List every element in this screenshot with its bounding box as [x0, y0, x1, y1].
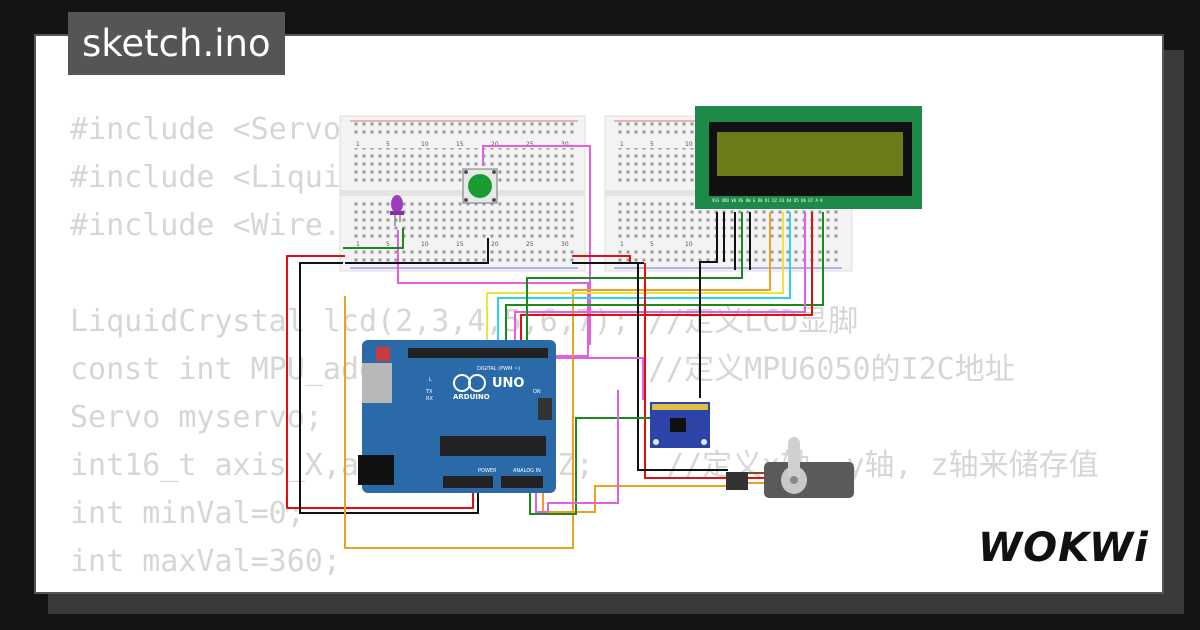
breadboard-number: 1: [356, 141, 360, 148]
board-name: ARDUINO: [453, 393, 490, 401]
tx-led-label: TX: [425, 389, 433, 395]
breadboard-number: 25: [526, 141, 534, 148]
rx-led-label: RX: [426, 396, 433, 402]
l-led-label: L: [429, 377, 432, 383]
wokwi-logo: WOKWi: [978, 525, 1149, 571]
board-brand: UNO: [492, 376, 525, 391]
wires: [286, 145, 824, 549]
breadboard-number: 5: [650, 141, 654, 148]
digital-pins-label: DIGITAL (PWM ~): [477, 366, 520, 372]
breadboard-number: 10: [421, 141, 429, 148]
breadboard-number: 15: [456, 241, 464, 248]
breadboard-number: 1: [620, 141, 624, 148]
breadboard-number: 1: [356, 241, 360, 248]
breadboard-number: 10: [421, 241, 429, 248]
code-line: Servo myservo;: [70, 400, 323, 435]
file-tab[interactable]: sketch.ino: [68, 12, 285, 75]
breadboard-number: 5: [386, 141, 390, 148]
lcd-module: VSS VDD V0 RS RW E D0 D1 D2 D3 D4 D5 D6 …: [695, 106, 922, 209]
breadboard-number: 5: [386, 241, 390, 248]
servo-motor: [726, 437, 854, 498]
pushbutton[interactable]: [462, 168, 498, 204]
code-line: int maxVal=360;: [70, 544, 341, 579]
breadboard-number: 20: [491, 241, 499, 248]
analog-pins-label: ANALOG IN: [513, 468, 541, 474]
lcd-pin-labels: VSS VDD V0 RS RW E D0 D1 D2 D3 D4 D5 D6 …: [712, 198, 823, 203]
code-line: const int MPU_addr=0x68; //定义MPU6050的I2C…: [70, 352, 1015, 387]
code-line: LiquidCrystal lcd(2,3,4,5,6,7); //定义LCD显…: [70, 304, 859, 339]
breadboard-number: 30: [561, 241, 569, 248]
breadboard-number: 20: [491, 141, 499, 148]
mpu6050-sensor: [650, 402, 710, 448]
breadboard-number: 30: [561, 141, 569, 148]
arduino-uno-board[interactable]: UNO ARDUINO DIGITAL (PWM ~) POWER ANALOG…: [358, 340, 556, 493]
breadboard-number: 10: [685, 141, 693, 148]
code-line: int minVal=0;: [70, 496, 305, 531]
on-led-label: ON: [533, 389, 541, 395]
breadboard-number: 5: [650, 241, 654, 248]
breadboard-number: 1: [620, 241, 624, 248]
led: [390, 195, 404, 226]
breadboard-number: 25: [526, 241, 534, 248]
power-pins-label: POWER: [478, 468, 497, 474]
breadboard-number: 15: [456, 141, 464, 148]
breadboard-number: 10: [685, 241, 693, 248]
